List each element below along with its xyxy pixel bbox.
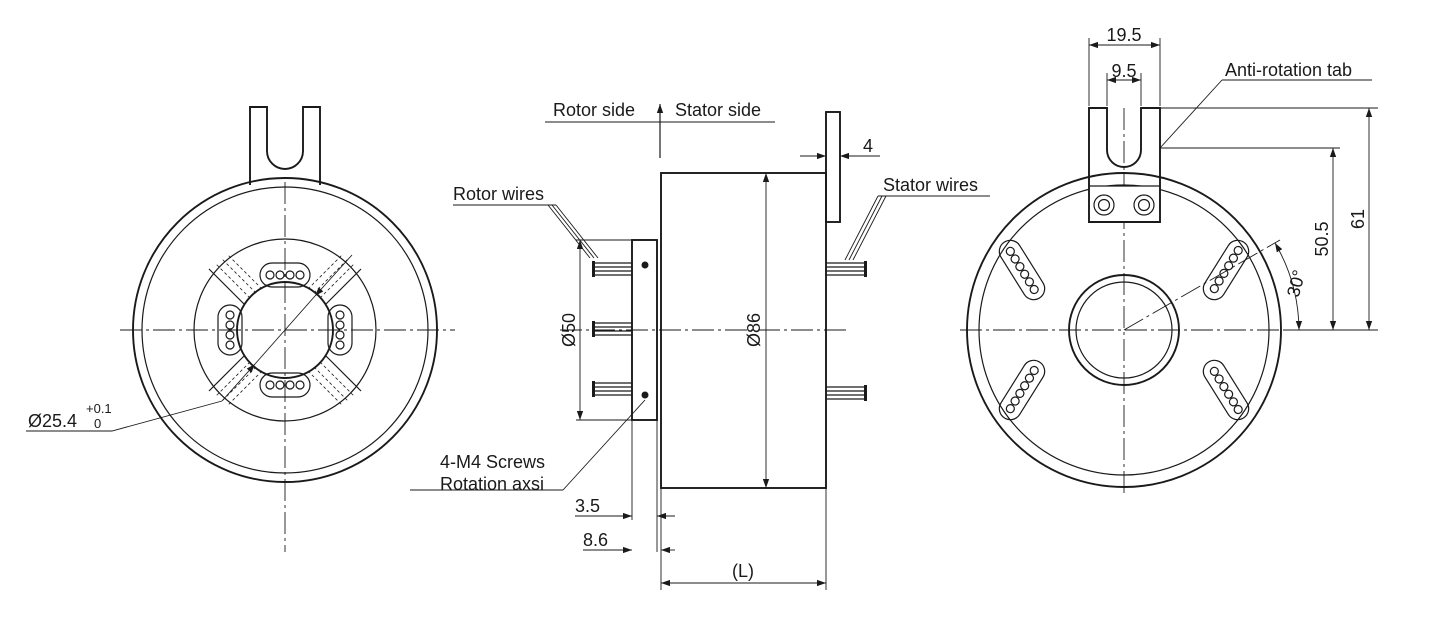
side-rotor-flange	[631, 239, 658, 421]
left-bore-circle	[236, 281, 334, 379]
flange-thickness-label: 3.5	[575, 496, 600, 516]
bore-diameter-label: Ø25.4	[28, 411, 77, 431]
stator-side-label: Stator side	[675, 100, 761, 120]
length-label: (L)	[732, 561, 754, 581]
left-inner-body-circle	[141, 186, 429, 474]
left-anti-rotation-tab	[249, 106, 321, 185]
right-wire-bundles	[998, 239, 1250, 421]
tab-width-label: 19.5	[1106, 25, 1141, 45]
bore-tolerance-upper: +0.1	[86, 401, 112, 416]
left-wire-bundle-bottom	[259, 372, 311, 398]
anti-rotation-tab-callout: Anti-rotation tab	[1159, 60, 1372, 149]
tab-thickness-label: 4	[863, 136, 873, 156]
screw-hole-top	[641, 261, 649, 269]
bore-diameter-dimension: Ø25.4 +0.1 0	[26, 254, 353, 432]
right-view: 30° 19.5 9.5 Anti-rotation tab 50.5 61	[960, 25, 1378, 496]
bore-tolerance-lower: 0	[94, 416, 101, 431]
screws-label: 4-M4 Screws	[440, 452, 545, 472]
right-bore-outer-circle	[1068, 274, 1180, 386]
rotor-wire-stubs	[592, 261, 632, 397]
flange-diameter-dimension: Ø50	[559, 239, 632, 421]
right-outer-body-circle	[966, 172, 1282, 488]
body-diameter-label: Ø86	[744, 313, 764, 347]
bottom-dimensions: 3.5 8.6 (L)	[575, 420, 827, 590]
hole-height-label: 50.5	[1312, 221, 1332, 256]
left-wire-bundle-top	[259, 262, 311, 288]
left-flange-circle	[193, 238, 377, 422]
stator-wires-callout: Stator wires	[844, 175, 990, 261]
height-dimensions: 50.5 61	[1160, 107, 1378, 331]
stator-wire-stubs	[826, 261, 867, 401]
tab-width-dimensions: 19.5 9.5	[1088, 25, 1161, 106]
left-view: Ø25.4 +0.1 0	[26, 106, 455, 552]
stator-wires-label: Stator wires	[883, 175, 978, 195]
tab-height-label: 61	[1348, 209, 1368, 229]
right-bore-inner-circle	[1075, 281, 1173, 379]
right-inner-body-circle	[978, 184, 1270, 476]
rotation-axis-label: Rotation axsi	[440, 474, 544, 494]
rotor-side-label: Rotor side	[553, 100, 635, 120]
screws-callout: 4-M4 Screws Rotation axsi	[410, 399, 646, 494]
rotor-wires-callout: Rotor wires	[453, 184, 599, 259]
body-diameter-dimension: Ø86	[744, 173, 770, 488]
rotor-wires-label: Rotor wires	[453, 184, 544, 204]
angle-label: 30°	[1283, 268, 1309, 299]
side-anti-rotation-tab	[825, 111, 841, 223]
flange-diameter-label: Ø50	[559, 313, 579, 347]
side-direction-arrow: Rotor side Stator side	[545, 100, 775, 158]
right-anti-rotation-tab	[1088, 107, 1161, 223]
left-wire-bundle-right	[327, 304, 353, 356]
left-outer-body-circle	[132, 177, 438, 483]
side-body	[660, 172, 827, 489]
anti-rotation-tab-label: Anti-rotation tab	[1225, 60, 1352, 80]
slot-width-label: 9.5	[1111, 61, 1136, 81]
flange-offset-label: 8.6	[583, 530, 608, 550]
left-wire-bundle-left	[217, 304, 243, 356]
tab-thickness-dimension: 4	[800, 136, 880, 160]
side-view: Rotor side Stator side Rotor wir	[410, 100, 990, 590]
screw-hole-bottom	[641, 391, 649, 399]
